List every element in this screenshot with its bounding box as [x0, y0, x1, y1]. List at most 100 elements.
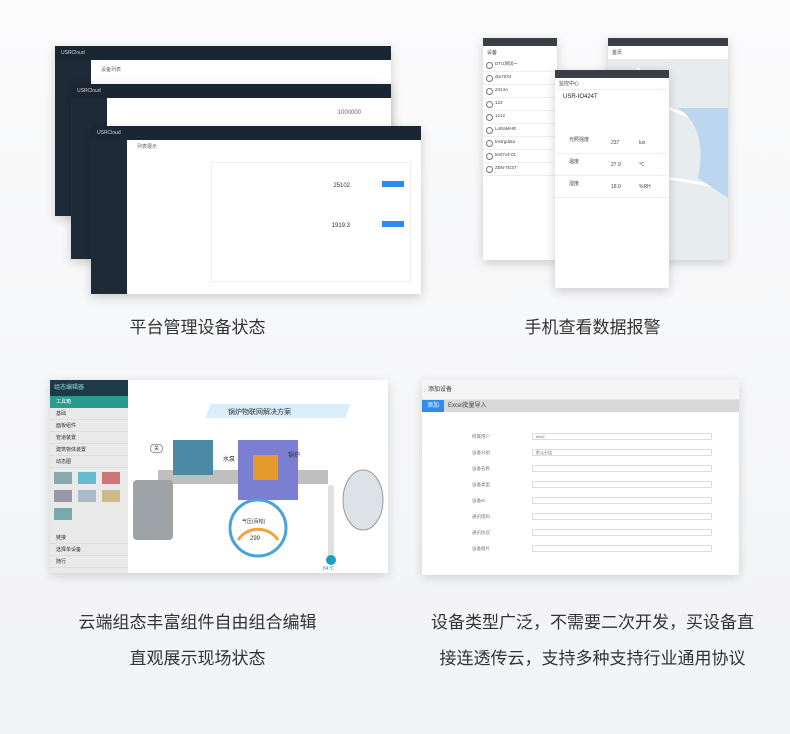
- tile-scada: 组态编辑器 工具箱基础面板组件管道装置建筑物体装置动态图 链接选择单设备随行 锅…: [50, 380, 388, 573]
- brand-label: USRCloud: [77, 88, 101, 94]
- form-row: 设备ID: [442, 496, 719, 506]
- sensor-unit: lux: [639, 140, 646, 146]
- scene-title: 锅炉物联网解决方案: [228, 409, 291, 416]
- sensor-row[interactable]: 湿度 18.0 %RH: [555, 176, 669, 198]
- list-item[interactable]: 2314A: [483, 85, 557, 98]
- field-input[interactable]: [532, 529, 712, 536]
- phone-detail: 监控中心 USR-IO424T 光照强度 237 lux 温度 27.9 ℃ 湿度 18.0%…: [555, 70, 669, 288]
- scada-menu-item[interactable]: 工具箱: [50, 396, 128, 408]
- scada-menu-bottom: 链接选择单设备随行: [50, 532, 128, 568]
- value-display: 1000000: [337, 110, 361, 116]
- caption-2: 手机查看数据报警: [395, 310, 790, 346]
- list-item[interactable]: testrgdata: [483, 137, 557, 150]
- panel-title: 列表展示: [137, 144, 158, 150]
- form-row: 设备名称: [442, 464, 719, 474]
- field-label: 设备类型: [472, 482, 490, 487]
- caption-line: 直观展示现场状态: [129, 649, 266, 669]
- brand-label: USRCloud: [97, 130, 121, 136]
- scada-menu-item[interactable]: 管道装置: [50, 432, 128, 444]
- field-label: 设备名称: [472, 466, 490, 471]
- tab-add[interactable]: 添加: [422, 400, 444, 412]
- scada-canvas: 锅炉物联网解决方案 水泵 锅炉 关 气压(百帕) 299 84℃: [128, 380, 388, 573]
- top-bar: USRCloud: [55, 46, 391, 60]
- map-title: 首页: [608, 46, 728, 59]
- field-input[interactable]: [532, 545, 712, 552]
- pump-label: 水泵: [223, 457, 236, 463]
- form-row: 设备图片: [442, 544, 719, 554]
- scada-menu-item[interactable]: 面板组件: [50, 420, 128, 432]
- scada-menu-item[interactable]: 随行: [50, 556, 128, 568]
- list-item[interactable]: test7x4-01: [483, 150, 557, 163]
- switch-toggle[interactable]: 关: [150, 444, 164, 453]
- sensor-unit: %RH: [639, 184, 651, 190]
- list-item[interactable]: ZBN-TEST: [483, 163, 557, 176]
- top-bar: USRCloud: [91, 126, 421, 140]
- caption-line: 手机查看数据报警: [524, 318, 661, 338]
- data-table: 25102 1919.3: [211, 162, 411, 282]
- scada-menu-item[interactable]: 基础: [50, 408, 128, 420]
- list-item[interactable]: LoRaMHR: [483, 124, 557, 137]
- field-input[interactable]: [532, 481, 712, 488]
- field-input[interactable]: [532, 497, 712, 504]
- field-label: 设备分组: [472, 450, 490, 455]
- field-input[interactable]: [532, 465, 712, 472]
- form-row: 设备类型: [442, 480, 719, 490]
- sensor-list: 光照强度 237 lux 温度 27.9 ℃ 湿度 18.0 %RH: [555, 132, 669, 198]
- action-button[interactable]: [382, 181, 404, 187]
- list-item[interactable]: 123: [483, 98, 557, 111]
- caption-line: 接连透传云，支持多种支持行业通用协议: [439, 649, 746, 669]
- field-label: 设备图片: [472, 546, 490, 551]
- screenshot-front: USRCloud 列表展示 25102 1919.3: [91, 126, 421, 294]
- scada-menu-item[interactable]: 选择单设备: [50, 544, 128, 556]
- top-bar: USRCloud: [71, 84, 391, 98]
- list-item[interactable]: DTU测试一: [483, 59, 557, 72]
- tab-excel-import[interactable]: Excel批量导入: [448, 403, 487, 409]
- caption-1: 平台管理设备状态: [0, 310, 395, 346]
- panel-title: 设备列表: [101, 67, 122, 73]
- gauge-value: 299: [250, 536, 261, 542]
- form-row: 通讯协议: [442, 528, 719, 538]
- sensor-value: 237: [611, 140, 620, 146]
- sensor-name: 温度: [569, 159, 580, 165]
- sensor-value: 18.0: [611, 184, 621, 190]
- scada-menu-item[interactable]: 链接: [50, 532, 128, 544]
- field-input[interactable]: [532, 513, 712, 520]
- gauge-label: 气压(百帕): [242, 519, 266, 525]
- sensor-row[interactable]: 光照强度 237 lux: [555, 132, 669, 154]
- boiler-diagram: [133, 440, 384, 565]
- detail-header: 监控中心: [555, 78, 669, 90]
- sensor-name: 光照强度: [569, 137, 590, 143]
- list-item[interactable]: dtu7024: [483, 72, 557, 85]
- caption-3: 云端组态丰富组件自由组合编辑 直观展示现场状态: [0, 605, 395, 677]
- field-input[interactable]: test2: [532, 433, 712, 440]
- caption-line: 平台管理设备状态: [129, 318, 266, 338]
- scada-menu-item[interactable]: 建筑物体装置: [50, 444, 128, 456]
- field-label: 通讯密码: [472, 514, 490, 519]
- caption-line: 云端组态丰富组件自由组合编辑: [78, 613, 317, 633]
- device-name: USR-IO424T: [563, 94, 598, 100]
- action-button[interactable]: [382, 221, 404, 227]
- thermo-value: 84℃: [323, 566, 335, 572]
- value-1: 25102: [333, 183, 350, 189]
- field-label: 设备ID: [472, 498, 486, 503]
- field-label: 通讯协议: [472, 530, 490, 535]
- scada-menu: 工具箱基础面板组件管道装置建筑物体装置动态图: [50, 396, 128, 468]
- value-2: 1919.3: [331, 223, 350, 229]
- brand-label: USRCloud: [61, 50, 85, 56]
- list-title: 设备: [487, 50, 498, 56]
- sidebar-title: 组态编辑器: [50, 380, 128, 396]
- list-item[interactable]: 1212: [483, 111, 557, 124]
- scada-menu-item[interactable]: 动态图: [50, 456, 128, 468]
- sensor-unit: ℃: [639, 162, 645, 168]
- sensor-row[interactable]: 温度 27.9 ℃: [555, 154, 669, 176]
- field-input[interactable]: 默认分组: [532, 449, 712, 456]
- sensor-value: 27.9: [611, 162, 621, 168]
- sensor-name: 湿度: [569, 181, 580, 187]
- caption-line: 设备类型广泛，不需要二次开发，买设备直: [431, 613, 754, 633]
